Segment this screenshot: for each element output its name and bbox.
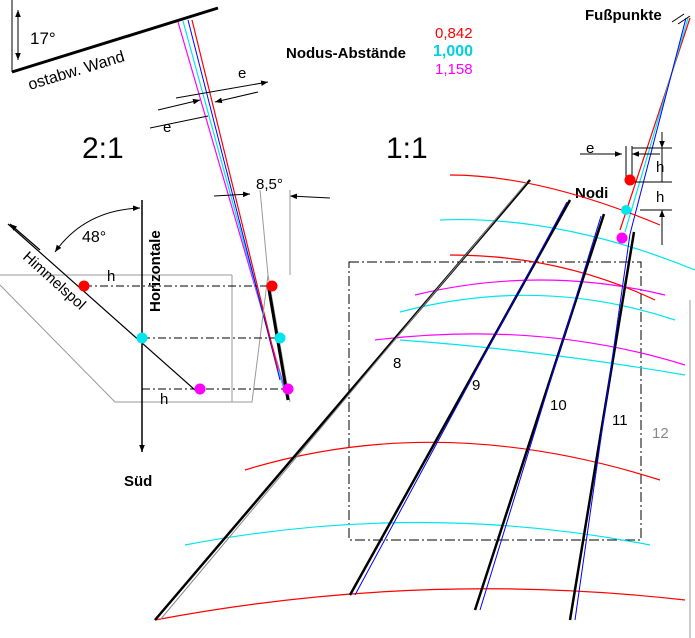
- angle-85-label: 8,5°: [256, 176, 283, 193]
- scale-left: 2:1: [82, 132, 124, 165]
- wall-angle-label: 17°: [30, 29, 56, 48]
- right-dial: Fußpunkte e h h Nodi: [154, 7, 695, 638]
- hour-11-label: 11: [612, 412, 628, 429]
- nodus-dot-cyan: [621, 205, 631, 215]
- h-label-right-1: h: [656, 159, 664, 176]
- left-gnomon-rays: e e: [149, 19, 289, 401]
- hour-9-label: 9: [472, 377, 480, 394]
- fusspunkte-label: Fußpunkte: [585, 7, 662, 24]
- nodus-distance-cyan: 1,000: [433, 43, 473, 60]
- nodus-distance-magenta: 1,158: [435, 61, 473, 78]
- gnomon-dot-red: [266, 280, 278, 292]
- angle-48-arc: [54, 205, 141, 253]
- gnomon-dot-cyan: [274, 332, 286, 344]
- e-arrow-upper: [175, 80, 269, 99]
- wall-label: ostabw. Wand: [26, 48, 127, 93]
- hour-12-label: 12: [652, 425, 669, 442]
- hour-line-11: [568, 231, 636, 621]
- himmelspol-axis: [7, 223, 196, 391]
- dial-plate-outline: [348, 261, 642, 541]
- himmelspol-label: Himmelspol: [19, 248, 89, 313]
- wall-line: [11, 6, 219, 74]
- left-dot-red: [78, 280, 90, 292]
- h-label-right-2: h: [656, 189, 664, 206]
- scale-right: 1:1: [386, 132, 428, 165]
- hour-8-label: 8: [393, 355, 401, 372]
- wall-angle-group: 17° ostabw. Wand: [11, 0, 219, 94]
- horizontale-label: Horizontale: [147, 230, 164, 312]
- hour-line-10: [473, 213, 606, 611]
- sued-label: Süd: [124, 473, 152, 490]
- h-label-left-top: h: [107, 268, 115, 285]
- e-label-2: e: [163, 119, 171, 136]
- nodus-dot-magenta: [616, 232, 628, 244]
- e-label-right: e: [586, 140, 594, 157]
- nodus-distance-red: 0,842: [435, 25, 473, 42]
- hour-line-9: [348, 199, 572, 596]
- h-label-left-bottom: h: [160, 391, 168, 408]
- hour-10-label: 10: [550, 397, 567, 414]
- e-label-1: e: [238, 65, 246, 82]
- nodus-legend: Nodus-Abstände 0,842 1,000 1,158: [286, 25, 473, 78]
- angle-48-label: 48°: [82, 229, 106, 246]
- left-dot-cyan: [136, 332, 148, 344]
- gnomon-dot-magenta: [282, 383, 294, 395]
- left-construction: 48° Süd Horizontale Himmelspol h h 8,5°: [0, 176, 331, 490]
- nodus-title: Nodus-Abstände: [286, 45, 406, 62]
- nodus-dot-red: [624, 174, 636, 186]
- left-dot-magenta: [194, 383, 206, 395]
